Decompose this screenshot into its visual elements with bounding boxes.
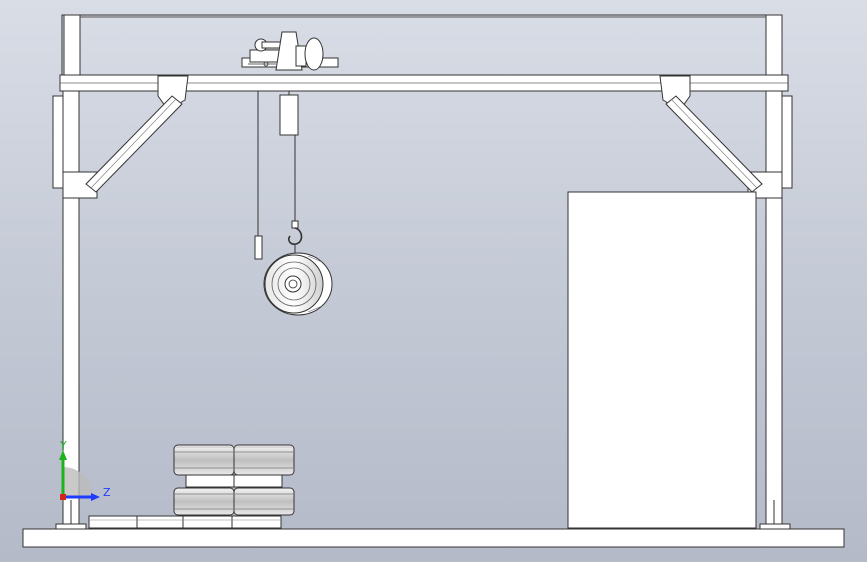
right-column xyxy=(747,90,793,530)
top-bridge-frame xyxy=(61,14,783,78)
hoist-trolley xyxy=(241,31,339,71)
left-diagonal-brace xyxy=(85,75,189,193)
coordinate-triad[interactable] xyxy=(59,450,100,501)
hoist-hook-assembly xyxy=(279,91,303,258)
floor-pallet xyxy=(88,515,282,529)
stacked-coils xyxy=(173,444,295,516)
right-diagonal-brace xyxy=(659,75,763,193)
triad-y-label: Y xyxy=(60,439,67,452)
enclosure-block xyxy=(567,191,757,529)
triad-z-label: Z xyxy=(103,486,111,499)
suspended-coil xyxy=(263,252,333,316)
base-plate xyxy=(22,528,845,548)
left-column xyxy=(52,90,98,530)
pendant-control xyxy=(254,91,263,260)
